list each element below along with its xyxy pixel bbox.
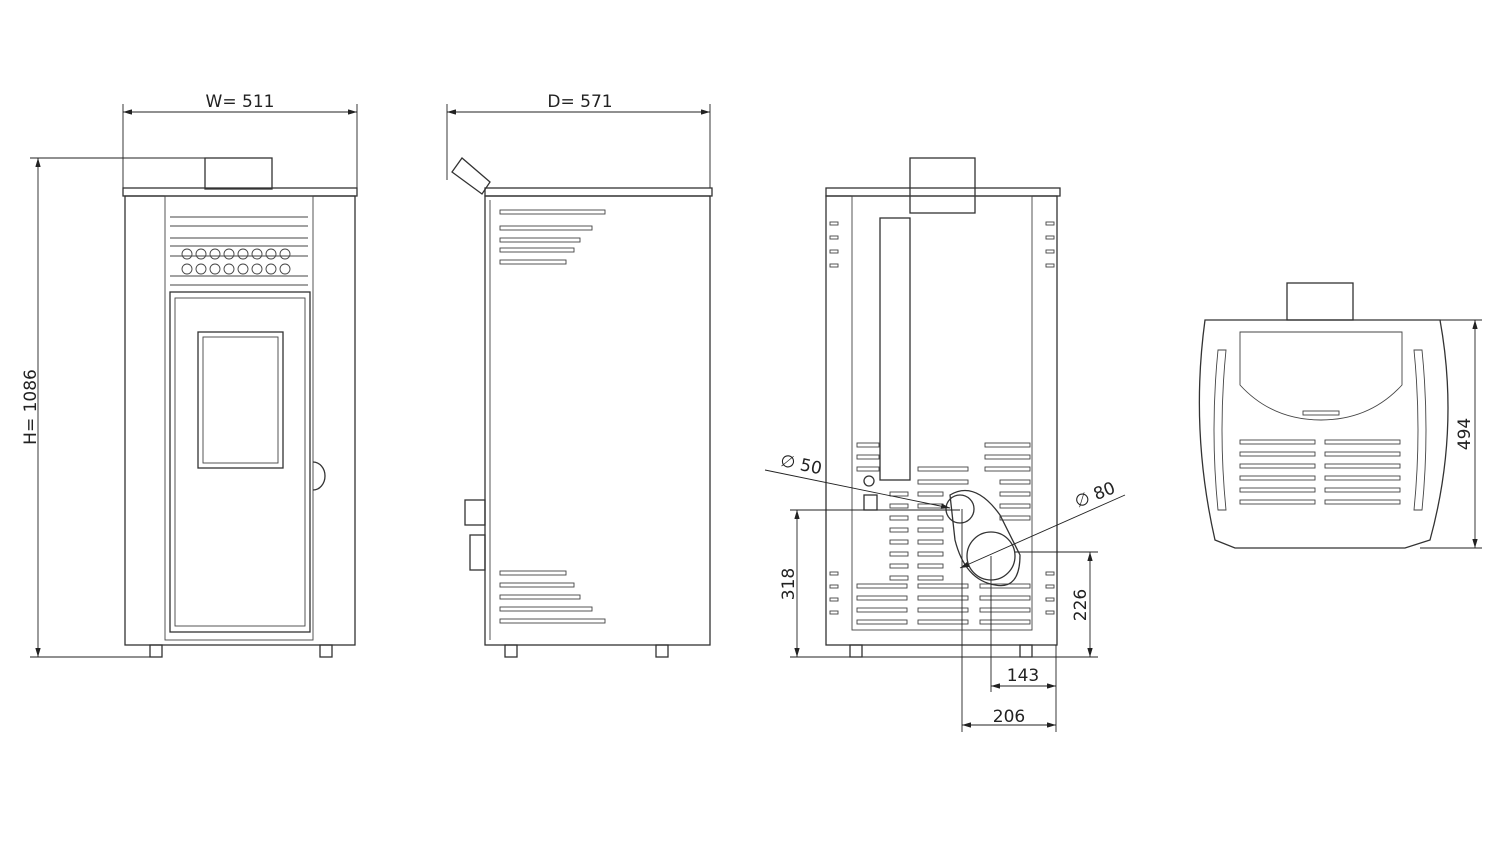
pipe-50-circle: [945, 494, 975, 524]
top-lid: [1239, 331, 1403, 421]
pipe-80-label: ∅ 80: [1072, 478, 1118, 512]
top-depth-label: 494: [1455, 418, 1475, 450]
side-vents: [499, 209, 606, 624]
pipe-50-offset: 206: [993, 707, 1025, 727]
top-body: [1198, 319, 1449, 549]
rear-view: ∅ 50 ∅ 80 318 226 143 206: [764, 157, 1126, 732]
top-view: 494: [1198, 282, 1482, 549]
side-body: [484, 195, 711, 646]
door-handle: [312, 461, 326, 491]
height-label: H= 1086: [21, 369, 41, 445]
door-window: [197, 331, 284, 469]
front-view: W= 511 H= 1086: [21, 92, 358, 658]
hopper-lid: [451, 157, 491, 195]
pipe-50-label: ∅ 50: [778, 451, 823, 479]
rear-vents: [829, 221, 1055, 625]
pipe-50-height: 318: [779, 568, 799, 600]
pipe-80-offset: 143: [1007, 666, 1039, 686]
grille-holes: [181, 248, 291, 275]
pipe-80-height: 226: [1071, 589, 1091, 621]
rear-duct: [879, 217, 911, 481]
flue-outlet-box: [204, 157, 273, 190]
rear-body: [825, 195, 1058, 646]
width-label: W= 511: [206, 92, 275, 112]
door: [169, 291, 311, 633]
side-view: D= 571: [446, 92, 713, 658]
rear-flue-box: [909, 157, 976, 214]
depth-label: D= 571: [547, 92, 612, 112]
front-body: [124, 195, 356, 646]
top-flue-box: [1286, 282, 1354, 321]
